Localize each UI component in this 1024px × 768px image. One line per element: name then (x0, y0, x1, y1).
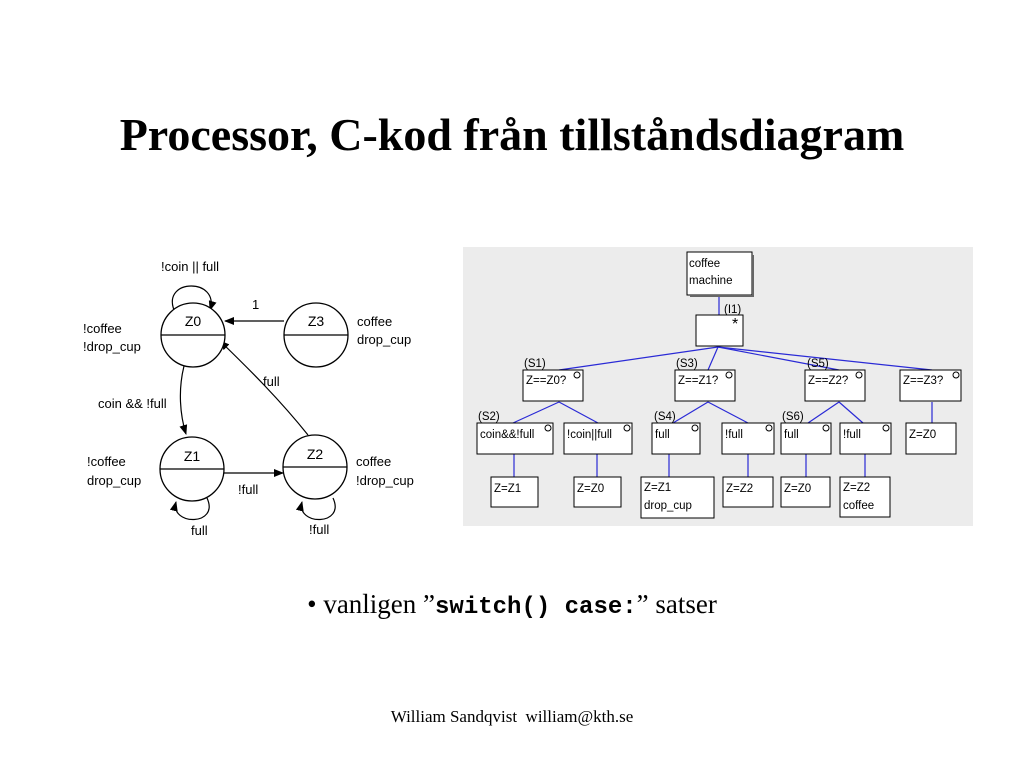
jsp-action-4-text: Z=Z2 (726, 483, 753, 495)
jsp-iteration-box: (I1) * (695, 304, 744, 347)
jsp-action-2-text: Z=Z0 (577, 483, 604, 495)
jsp-selection-s3-text: Z==Z1? (678, 375, 718, 387)
jsp-action-4: Z=Z2 (722, 476, 774, 508)
z0-output-1: !coffee (83, 321, 122, 336)
jsp-action-3: Z=Z1 drop_cup (640, 476, 715, 519)
jsp-selection-s5: (S5) Z==Z2? (804, 358, 866, 402)
state-z0: Z0 (160, 302, 226, 368)
bullet-suffix: ” satser (636, 589, 717, 619)
z2-to-z0-arrow (219, 340, 309, 436)
jsp-condition-4-text: !full (725, 429, 743, 441)
jsp-action-5-text: Z=Z0 (784, 483, 811, 495)
jsp-condition-1: (S2) coin&&!full (476, 411, 554, 455)
z1-output-1: !coffee (87, 454, 126, 469)
jsp-condition-7: Z=Z0 (905, 422, 957, 455)
z1-self-loop-arrow (169, 497, 210, 521)
state-z2: Z2 (282, 434, 348, 500)
jsp-condition-3-label: (S4) (654, 411, 676, 423)
jsp-root-box: coffee machine (686, 251, 754, 297)
state-z0-name: Z0 (185, 313, 202, 329)
bullet-code: switch() case: (435, 594, 637, 621)
jsp-iteration-marker: * (732, 316, 738, 333)
z0-to-z1-arrow (179, 365, 188, 435)
jsp-condition-2: !coin||full (563, 422, 633, 455)
jsp-action-6: Z=Z2 coffee (839, 476, 891, 518)
z2-output-1: coffee (356, 454, 391, 469)
z3-to-z0-label: 1 (252, 297, 259, 312)
state-diagram: Z0 Z3 Z1 Z2 !coffee !drop_cup coffee dro… (83, 259, 414, 538)
state-z2-name: Z2 (307, 446, 324, 462)
jsp-action-1: Z=Z1 (490, 476, 539, 508)
jsp-condition-2-text: !coin||full (567, 429, 612, 441)
jsp-condition-3-text: full (655, 429, 670, 441)
bullet-item: • vanligen ”switch() case:” satser (0, 589, 1024, 621)
z0-output-2: !drop_cup (83, 339, 141, 354)
z2-output-2: !drop_cup (356, 473, 414, 488)
state-z1: Z1 (159, 436, 225, 502)
jsp-condition-1-text: coin&&!full (480, 429, 534, 441)
state-z3: Z3 (283, 302, 349, 368)
jsp-root-line-1: coffee (689, 258, 720, 270)
jsp-condition-6: !full (839, 422, 892, 455)
jsp-selection-s5-label: (S5) (807, 358, 829, 370)
jsp-condition-4: !full (721, 422, 775, 455)
state-z3-name: Z3 (308, 313, 325, 329)
z2-self-loop-arrow (295, 497, 336, 521)
jsp-iteration-label: (I1) (724, 304, 741, 316)
jsp-action-5: Z=Z0 (780, 476, 831, 508)
bullet-prefix: vanligen ” (323, 589, 436, 619)
jsp-selection-s3-label: (S3) (676, 358, 698, 370)
jsp-selection-s1-label: (S1) (524, 358, 546, 370)
jsp-selection-s3: (S3) Z==Z1? (674, 358, 736, 402)
jsp-action-3-line-1: Z=Z1 (644, 482, 671, 494)
jsp-condition-5-text: full (784, 429, 799, 441)
jsp-action-1-text: Z=Z1 (494, 483, 521, 495)
jsp-condition-5: (S6) full (780, 411, 832, 455)
z0-self-label: !coin || full (161, 259, 219, 274)
jsp-selection-s1-text: Z==Z0? (526, 375, 566, 387)
jsp-selection-s1: (S1) Z==Z0? (522, 358, 584, 402)
jsp-diagram: coffee machine (I1) * (S1) Z==Z0? (S3) Z… (476, 251, 962, 519)
jsp-action-6-line-2: coffee (843, 500, 874, 512)
z1-to-z2-label: !full (238, 482, 258, 497)
z2-to-z0-label: full (263, 374, 280, 389)
jsp-selection-s7: Z==Z3? (899, 369, 962, 402)
state-z1-name: Z1 (184, 448, 201, 464)
z3-output-2: drop_cup (357, 332, 411, 347)
z1-self-label: full (191, 523, 208, 538)
jsp-condition-7-text: Z=Z0 (909, 429, 936, 441)
z0-to-z1-label: coin && !full (98, 396, 167, 411)
jsp-action-6-line-1: Z=Z2 (843, 482, 870, 494)
jsp-condition-3: (S4) full (651, 411, 701, 455)
jsp-condition-5-label: (S6) (782, 411, 804, 423)
jsp-action-2: Z=Z0 (573, 476, 622, 508)
jsp-selection-s5-text: Z==Z2? (808, 375, 848, 387)
jsp-root-line-2: machine (689, 275, 732, 287)
z1-output-2: drop_cup (87, 473, 141, 488)
slide-footer: William Sandqvist william@kth.se (390, 707, 634, 726)
z3-output-1: coffee (357, 314, 392, 329)
slide-title: Processor, C-kod från tillståndsdiagram (119, 109, 905, 160)
bullet-icon: • (307, 589, 317, 619)
z0-self-loop-arrow (171, 285, 217, 311)
z2-self-label: !full (309, 522, 329, 537)
jsp-selection-s7-text: Z==Z3? (903, 375, 943, 387)
jsp-action-3-line-2: drop_cup (644, 500, 692, 512)
jsp-condition-1-label: (S2) (478, 411, 500, 423)
jsp-condition-6-text: !full (843, 429, 861, 441)
